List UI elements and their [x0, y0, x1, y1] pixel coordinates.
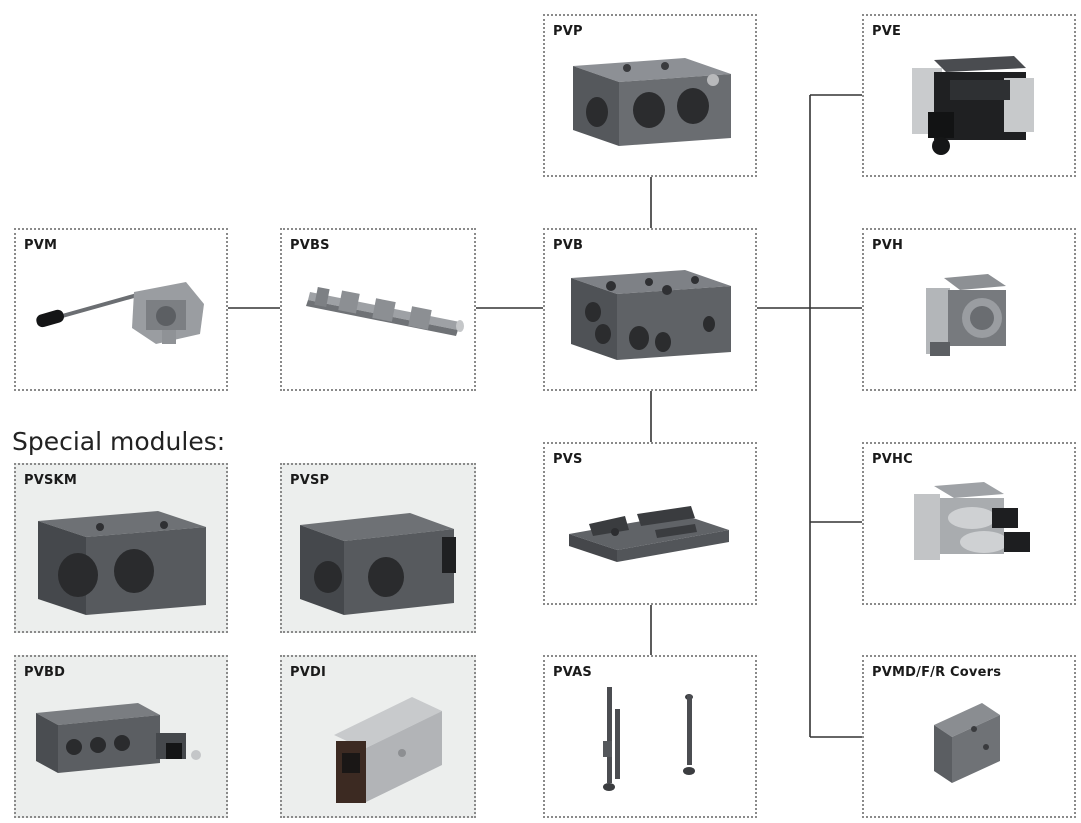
module-pvh[interactable]: PVH	[862, 228, 1076, 391]
module-label: PVB	[553, 238, 584, 253]
module-pvmd-covers[interactable]: PVMD/F/R Covers	[862, 655, 1076, 818]
pvh-actuator-image	[926, 274, 1006, 356]
module-label: PVBD	[24, 665, 66, 680]
module-label: PVHC	[872, 452, 913, 467]
module-label: PVAS	[553, 665, 592, 680]
module-pvs[interactable]: PVS	[543, 442, 757, 605]
pvmd-cover-image	[934, 703, 1000, 783]
module-pvsp[interactable]: PVSP	[280, 463, 476, 633]
module-label: PVSKM	[24, 473, 77, 488]
module-pvb[interactable]: PVB	[543, 228, 757, 391]
pvb-block-image	[571, 270, 731, 360]
pvp-block-image	[573, 58, 731, 146]
module-pvhc[interactable]: PVHC	[862, 442, 1076, 605]
module-pvp[interactable]: PVP	[543, 14, 757, 177]
module-pvas[interactable]: PVAS	[543, 655, 757, 818]
pve-actuator-image	[912, 56, 1034, 155]
pvskm-block-image	[38, 511, 206, 615]
module-pvbs[interactable]: PVBS	[280, 228, 476, 391]
module-pvm[interactable]: PVM	[14, 228, 228, 391]
module-label: PVE	[872, 24, 902, 39]
pvdi-block-image	[334, 697, 442, 803]
pvas-bolts-image	[603, 687, 695, 791]
pvs-plate-image	[569, 506, 729, 562]
module-label: PVDI	[290, 665, 327, 680]
module-label: PVS	[553, 452, 583, 467]
pvbs-spool-image	[306, 287, 464, 336]
module-pvdi[interactable]: PVDI	[280, 655, 476, 818]
module-label: PVP	[553, 24, 583, 39]
module-label: PVSP	[290, 473, 330, 488]
module-pvbd[interactable]: PVBD	[14, 655, 228, 818]
module-label: PVH	[872, 238, 904, 253]
pvbd-block-image	[36, 703, 201, 773]
module-label: PVM	[24, 238, 58, 253]
module-pvskm[interactable]: PVSKM	[14, 463, 228, 633]
pvsp-block-image	[300, 513, 456, 615]
special-modules-title: Special modules:	[12, 427, 226, 456]
module-pve[interactable]: PVE	[862, 14, 1076, 177]
pvm-lever-image	[36, 282, 204, 344]
pvhc-actuator-image	[914, 482, 1030, 560]
module-label: PVMD/F/R Covers	[872, 665, 1002, 680]
module-label: PVBS	[290, 238, 330, 253]
